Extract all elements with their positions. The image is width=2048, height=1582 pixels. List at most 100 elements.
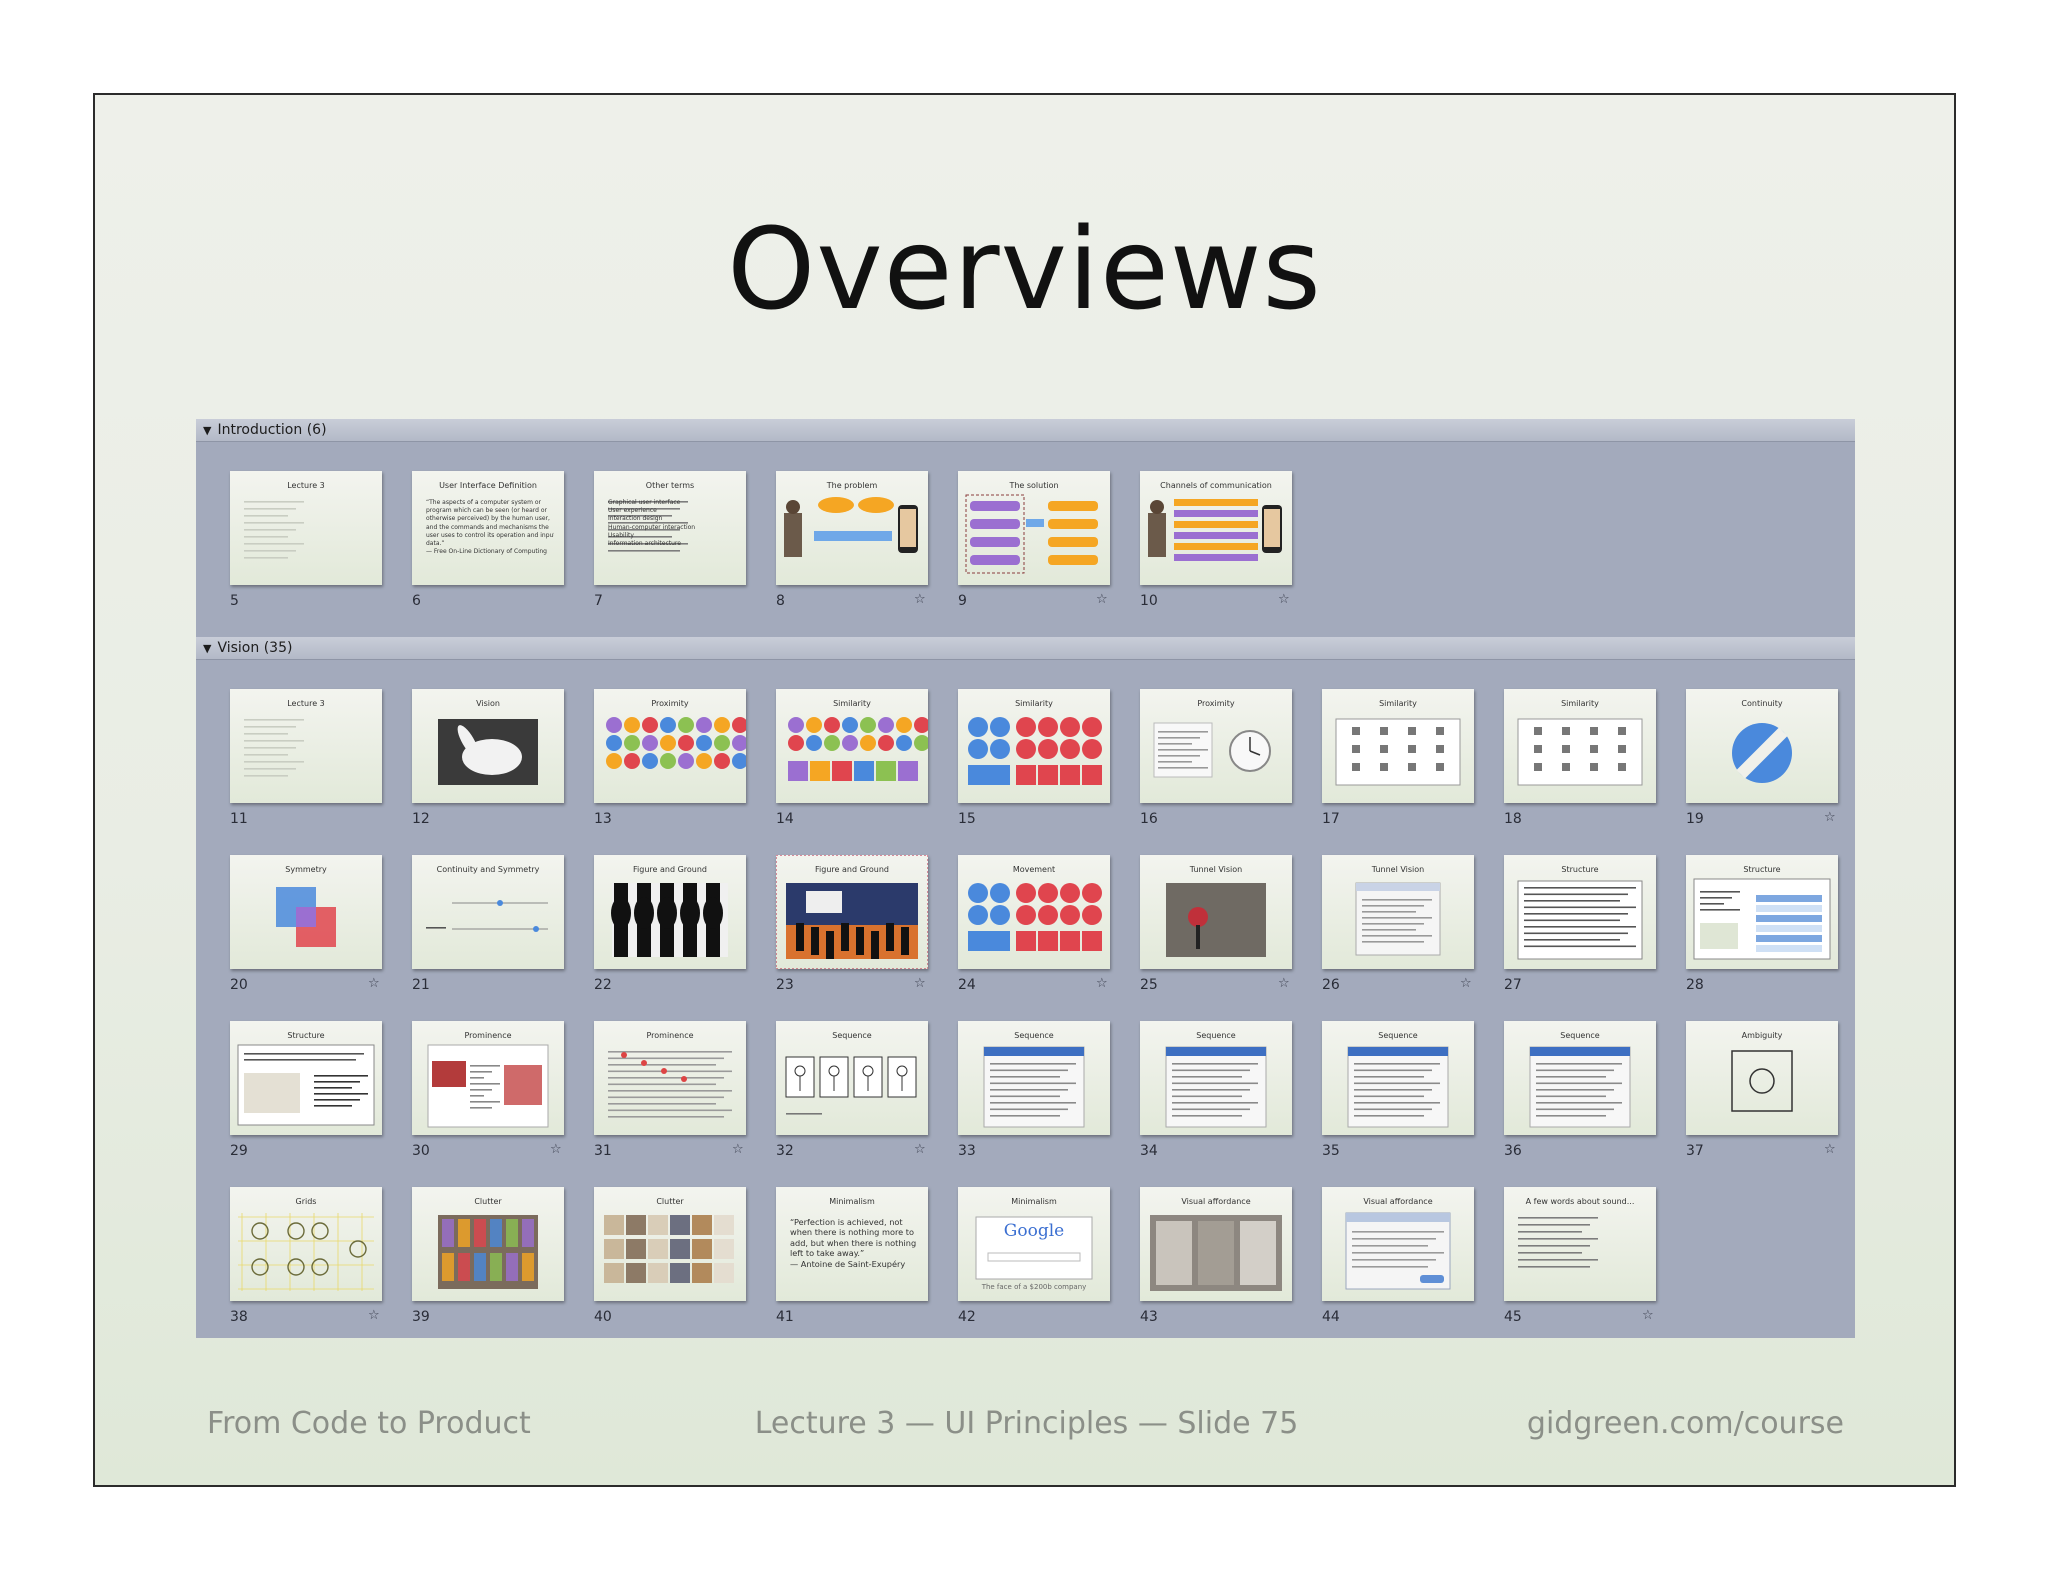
- slide-thumbnail-33[interactable]: Sequence: [958, 1021, 1110, 1135]
- slide-thumbnail-37[interactable]: Ambiguity: [1686, 1021, 1838, 1135]
- slide-thumbnail-16[interactable]: Proximity: [1140, 689, 1292, 803]
- slide-number: 8: [776, 593, 785, 609]
- thumbnail-preview: [1732, 723, 1792, 783]
- section-header-introduction[interactable]: ▼ Introduction (6): [196, 419, 1855, 442]
- transition-icon[interactable]: ☆: [1824, 1142, 1836, 1157]
- slide-thumbnail-8[interactable]: The problem: [776, 471, 928, 585]
- transition-icon[interactable]: ☆: [732, 1142, 744, 1157]
- slide-thumbnail-14[interactable]: Similarity: [776, 689, 928, 803]
- thumb-text-line: Human-computer interaction: [608, 523, 696, 531]
- slide-thumbnail-12[interactable]: Vision: [412, 689, 564, 803]
- transition-icon[interactable]: ☆: [914, 1142, 926, 1157]
- slide-thumbnail-10[interactable]: Channels of communication: [1140, 471, 1292, 585]
- slide-number: 16: [1140, 811, 1158, 827]
- thumbnail-title: Tunnel Vision: [1371, 865, 1425, 874]
- transition-icon[interactable]: ☆: [1278, 976, 1290, 991]
- slide-number: 26: [1322, 977, 1340, 993]
- thumbnail-preview: [1166, 883, 1266, 957]
- transition-icon[interactable]: ☆: [1096, 976, 1108, 991]
- section-label: Introduction (6): [217, 422, 327, 438]
- slide-thumbnail-36[interactable]: Sequence: [1504, 1021, 1656, 1135]
- slide-thumbnail-44[interactable]: Visual affordance: [1322, 1187, 1474, 1301]
- thumbnail-title: Proximity: [1197, 699, 1235, 708]
- transition-icon[interactable]: ☆: [368, 976, 380, 991]
- slide-thumbnail-20[interactable]: Symmetry: [230, 855, 382, 969]
- slide-thumbnail-22[interactable]: Figure and Ground: [594, 855, 746, 969]
- slide-thumbnail-19[interactable]: Continuity: [1686, 689, 1838, 803]
- transition-icon[interactable]: ☆: [368, 1308, 380, 1323]
- thumbnail-title: Visual affordance: [1181, 1197, 1251, 1206]
- thumb-text-line: Interaction design: [608, 515, 663, 523]
- slide-number: 13: [594, 811, 612, 827]
- thumbnail-title: Similarity: [1015, 699, 1053, 708]
- slide-thumbnail-28[interactable]: Structure: [1686, 855, 1838, 969]
- thumbnail-title: Tunnel Vision: [1189, 865, 1243, 874]
- footer-url: gidgreen.com/course: [1526, 1406, 1844, 1441]
- thumbnail-preview: [438, 1215, 538, 1289]
- thumb-text-line: — Free On-Line Dictionary of Computing: [426, 548, 547, 556]
- slide-thumbnail-35[interactable]: Sequence: [1322, 1021, 1474, 1135]
- thumbnail-preview: [426, 900, 548, 932]
- slide-number: 23: [776, 977, 794, 993]
- thumbnail-title: The problem: [826, 481, 878, 490]
- slide-number: 34: [1140, 1143, 1158, 1159]
- slide-thumbnail-11[interactable]: Lecture 3: [230, 689, 382, 803]
- disclosure-triangle-icon[interactable]: ▼: [203, 424, 212, 437]
- thumbnail-preview: [776, 855, 928, 969]
- slide-thumbnail-13[interactable]: Proximity: [594, 689, 746, 803]
- slide-thumbnail-25[interactable]: Tunnel Vision: [1140, 855, 1292, 969]
- slide-thumbnail-17[interactable]: Similarity: [1322, 689, 1474, 803]
- slide-thumbnail-29[interactable]: Structure: [230, 1021, 382, 1135]
- slide-thumbnail-6[interactable]: User Interface Definition“The aspects of…: [412, 471, 564, 585]
- slide-thumbnail-23[interactable]: Figure and Ground: [776, 855, 928, 969]
- slide-thumbnail-21[interactable]: Continuity and Symmetry: [412, 855, 564, 969]
- slide-thumbnail-26[interactable]: Tunnel Vision: [1322, 855, 1474, 969]
- thumbnail-preview: [1150, 1215, 1282, 1291]
- slide-number: 18: [1504, 811, 1522, 827]
- transition-icon[interactable]: ☆: [1824, 810, 1836, 825]
- slide-number: 38: [230, 1309, 248, 1325]
- disclosure-triangle-icon[interactable]: ▼: [203, 642, 212, 655]
- slide-number: 37: [1686, 1143, 1704, 1159]
- transition-icon[interactable]: ☆: [914, 976, 926, 991]
- thumbnail-preview: [1153, 722, 1271, 778]
- thumbnail-title: Similarity: [1561, 699, 1599, 708]
- transition-icon[interactable]: ☆: [550, 1142, 562, 1157]
- slide-thumbnail-5[interactable]: Lecture 3: [230, 471, 382, 585]
- thumbnail-preview: [1518, 1217, 1598, 1268]
- transition-icon[interactable]: ☆: [1096, 592, 1108, 607]
- slide-thumbnail-45[interactable]: A few words about sound...: [1504, 1187, 1656, 1301]
- thumbnail-preview: [611, 883, 728, 957]
- thumb-text-line: left to take away.”: [790, 1248, 865, 1259]
- transition-icon[interactable]: ☆: [914, 592, 926, 607]
- thumbnail-preview: [608, 501, 688, 552]
- thumb-text-line: data.”: [426, 540, 445, 547]
- slide-thumbnail-40[interactable]: Clutter: [594, 1187, 746, 1301]
- slide-thumbnail-27[interactable]: Structure: [1504, 855, 1656, 969]
- slide-thumbnail-32[interactable]: Sequence: [776, 1021, 928, 1135]
- slide-thumbnail-31[interactable]: Prominence: [594, 1021, 746, 1135]
- slide-thumbnail-24[interactable]: Movement: [958, 855, 1110, 969]
- slide-thumbnail-43[interactable]: Visual affordance: [1140, 1187, 1292, 1301]
- transition-icon[interactable]: ☆: [1642, 1308, 1654, 1323]
- slide-thumbnail-38[interactable]: Grids: [230, 1187, 382, 1301]
- slide-thumbnail-9[interactable]: The solution: [958, 471, 1110, 585]
- transition-icon[interactable]: ☆: [1460, 976, 1472, 991]
- transition-icon[interactable]: ☆: [1278, 592, 1290, 607]
- thumbnail-preview: [244, 501, 304, 559]
- slide-number: 39: [412, 1309, 430, 1325]
- section-label: Vision (35): [217, 640, 293, 656]
- thumbnail-title: Structure: [287, 1031, 325, 1040]
- slide-sorter-panel[interactable]: ▼ Introduction (6) Lecture 3 5 User Interfa…: [196, 419, 1855, 1338]
- section-header-vision[interactable]: ▼ Vision (35): [196, 637, 1855, 660]
- slide-thumbnail-34[interactable]: Sequence: [1140, 1021, 1292, 1135]
- slide-thumbnail-15[interactable]: Similarity: [958, 689, 1110, 803]
- slide-thumbnail-39[interactable]: Clutter: [412, 1187, 564, 1301]
- slide-thumbnail-30[interactable]: Prominence: [412, 1021, 564, 1135]
- slide-thumbnail-18[interactable]: Similarity: [1504, 689, 1656, 803]
- slide-number: 5: [230, 593, 239, 609]
